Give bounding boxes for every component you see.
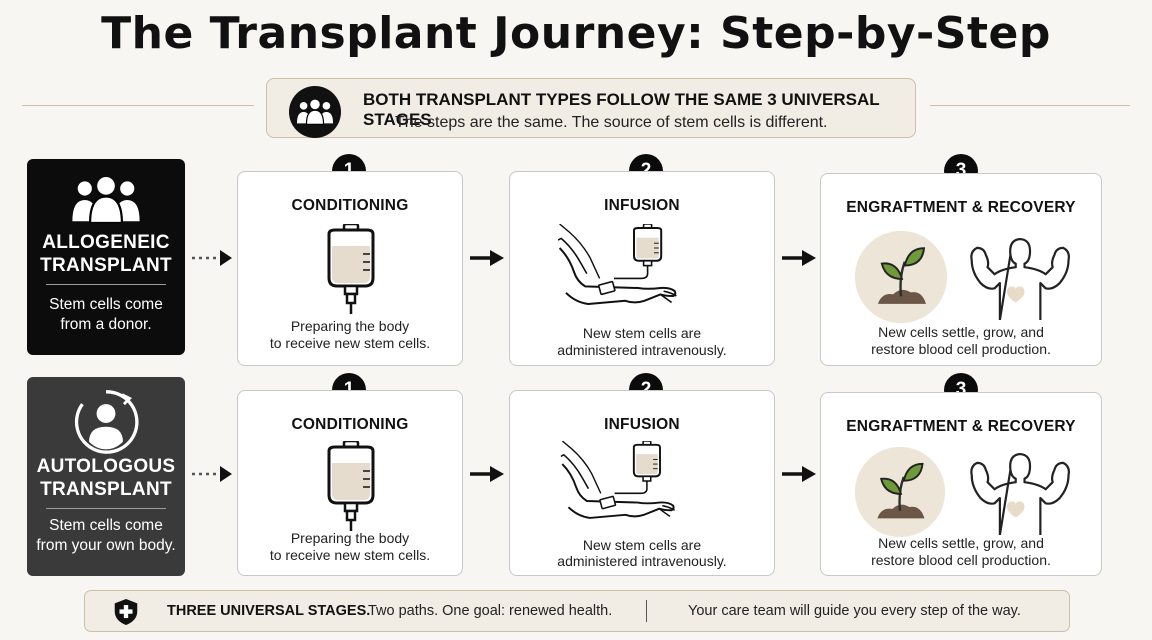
stages-banner: BOTH TRANSPLANT TYPES FOLLOW THE SAME 3 … bbox=[266, 78, 916, 138]
stage-card-infusion: INFUSION New stem cells are administered… bbox=[509, 171, 775, 366]
path-description: Stem cells come bbox=[49, 296, 163, 313]
footer-text: Two paths. One goal: renewed health. bbox=[368, 603, 613, 619]
sprout-icon bbox=[853, 445, 947, 539]
footer-banner: THREE UNIVERSAL STAGES. Two paths. One g… bbox=[84, 590, 1070, 632]
strong-body-icon bbox=[963, 447, 1079, 535]
stage-card-conditioning: CONDITIONING Preparing the body to recei… bbox=[237, 171, 463, 366]
sprout-icon bbox=[853, 229, 949, 325]
iv-arm-icon bbox=[540, 441, 720, 541]
arrow-right-icon bbox=[470, 466, 504, 482]
path-description: Stem cells come bbox=[49, 517, 163, 534]
strong-body-icon bbox=[963, 232, 1079, 320]
shield-cross-icon bbox=[113, 598, 139, 626]
stage-caption: restore blood cell production. bbox=[871, 341, 1051, 357]
group-icon bbox=[289, 86, 341, 138]
stage-caption: to receive new stem cells. bbox=[269, 335, 431, 351]
stage-caption: Preparing the body bbox=[290, 530, 410, 546]
iv-bag-icon bbox=[321, 441, 381, 531]
iv-arm-icon bbox=[540, 224, 720, 328]
stage-caption: administered intravenously. bbox=[557, 342, 727, 358]
stage-card-engraftment: ENGRAFTMENT & RECOVERY New cells settle,… bbox=[820, 173, 1102, 366]
stage-caption: Preparing the body bbox=[290, 318, 410, 334]
group-icon bbox=[27, 177, 185, 223]
panel-divider bbox=[46, 284, 166, 285]
stage-label: INFUSION bbox=[604, 197, 680, 214]
autologous-panel: AUTOLOGOUS TRANSPLANT Stem cells come fr… bbox=[27, 377, 185, 576]
stage-label: ENGRAFTMENT & RECOVERY bbox=[846, 199, 1076, 216]
arrow-right-icon bbox=[782, 466, 816, 482]
panel-divider bbox=[46, 508, 166, 509]
stage-caption: administered intravenously. bbox=[557, 553, 727, 569]
dotted-arrow-icon bbox=[192, 250, 232, 266]
arrow-right-icon bbox=[782, 250, 816, 266]
footer-note: Your care team will guide you every step… bbox=[688, 603, 1021, 619]
header-rule-left bbox=[22, 105, 254, 106]
header-rule-right bbox=[930, 105, 1130, 106]
path-name: TRANSPLANT bbox=[40, 479, 172, 500]
banner-subtext: The steps are the same. The source of st… bbox=[395, 114, 828, 131]
person-cycle-icon bbox=[27, 389, 185, 455]
arrow-right-icon bbox=[470, 250, 504, 266]
stage-caption: New cells settle, grow, and bbox=[878, 324, 1044, 340]
footer-bold: THREE UNIVERSAL STAGES. bbox=[167, 603, 371, 619]
path-name: TRANSPLANT bbox=[40, 255, 172, 276]
stage-card-engraftment: ENGRAFTMENT & RECOVERY New cells settle,… bbox=[820, 392, 1102, 576]
allogeneic-panel: ALLOGENEIC TRANSPLANT Stem cells come fr… bbox=[27, 159, 185, 355]
banner-heading: BOTH TRANSPLANT TYPES FOLLOW THE SAME 3 … bbox=[363, 90, 880, 129]
stage-caption: New stem cells are bbox=[582, 325, 702, 341]
path-description: from a donor. bbox=[60, 316, 152, 333]
stage-caption: New stem cells are bbox=[582, 537, 702, 553]
path-description: from your own body. bbox=[36, 537, 176, 554]
stage-card-conditioning: CONDITIONING Preparing the body to recei… bbox=[237, 390, 463, 576]
stage-caption: to receive new stem cells. bbox=[269, 547, 431, 563]
path-name: ALLOGENEIC bbox=[42, 232, 170, 253]
iv-bag-icon bbox=[321, 224, 381, 314]
dotted-arrow-icon bbox=[192, 466, 232, 482]
path-name: AUTOLOGOUS bbox=[36, 456, 176, 477]
page-title: The Transplant Journey: Step-by-Step bbox=[101, 8, 1051, 59]
stage-label: INFUSION bbox=[604, 416, 680, 433]
stage-caption: restore blood cell production. bbox=[871, 552, 1051, 568]
footer-divider bbox=[646, 600, 647, 622]
stage-caption: New cells settle, grow, and bbox=[878, 535, 1044, 551]
stage-label: CONDITIONING bbox=[291, 197, 409, 214]
stage-card-infusion: INFUSION New stem cells are administered… bbox=[509, 390, 775, 576]
stage-label: ENGRAFTMENT & RECOVERY bbox=[846, 418, 1076, 435]
stage-label: CONDITIONING bbox=[291, 416, 409, 433]
